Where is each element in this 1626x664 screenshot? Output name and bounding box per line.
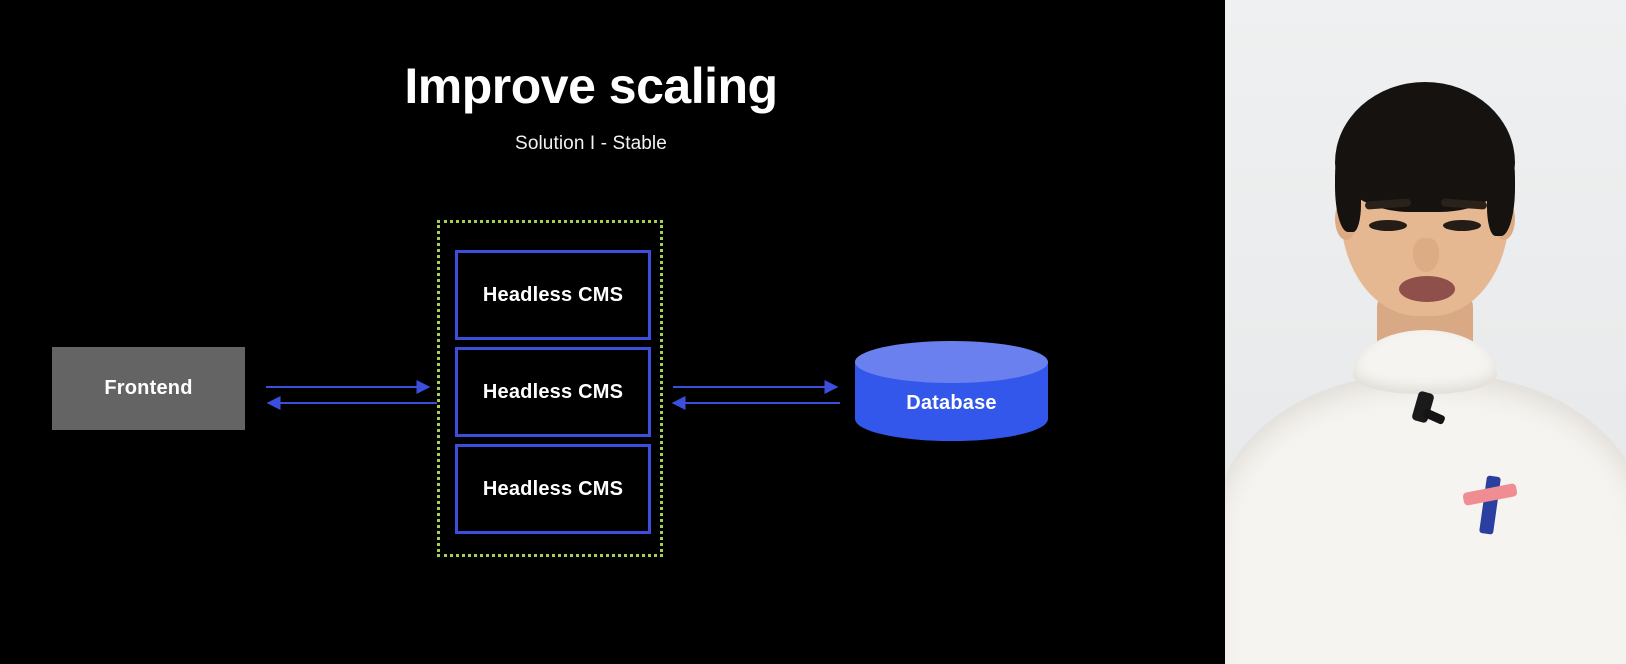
database-cylinder-top <box>855 341 1048 383</box>
shirt-logo-icon <box>1462 474 1518 535</box>
diagram-node-headless-cms: Headless CMS <box>455 444 651 534</box>
presenter-nose <box>1413 238 1439 272</box>
presenter-hair-side-right <box>1487 140 1515 236</box>
video-left-gutter <box>1182 0 1225 664</box>
presenter-video-panel <box>1182 0 1626 664</box>
database-label: Database <box>906 391 997 414</box>
headless-cms-label: Headless CMS <box>482 380 624 403</box>
diagram-node-headless-cms: Headless CMS <box>455 250 651 340</box>
frontend-label: Frontend <box>104 377 193 399</box>
headless-cms-label: Headless CMS <box>482 283 624 306</box>
presenter-eye-left <box>1369 220 1407 231</box>
presenter-mouth <box>1399 276 1455 302</box>
headless-cms-label: Headless CMS <box>482 477 624 500</box>
slide-title: Improve scaling <box>404 58 778 114</box>
presenter-hair <box>1335 82 1515 212</box>
presenter-video-feed <box>1225 0 1626 664</box>
presentation-slide: Improve scaling Solution I - Stable Fron… <box>52 58 1048 557</box>
shirt-logo-bar <box>1479 475 1501 535</box>
diagram-cluster-headless-cms: Headless CMS Headless CMS Headless CMS <box>437 220 663 557</box>
slide-subtitle: Solution I - Stable <box>515 133 667 154</box>
diagram-node-headless-cms: Headless CMS <box>455 347 651 437</box>
presenter-hair-side-left <box>1335 140 1361 232</box>
presenter-collar <box>1353 330 1497 394</box>
presenter-eye-right <box>1443 220 1481 231</box>
diagram-node-frontend: Frontend <box>52 347 245 430</box>
diagram-node-database: Database <box>855 341 1048 451</box>
